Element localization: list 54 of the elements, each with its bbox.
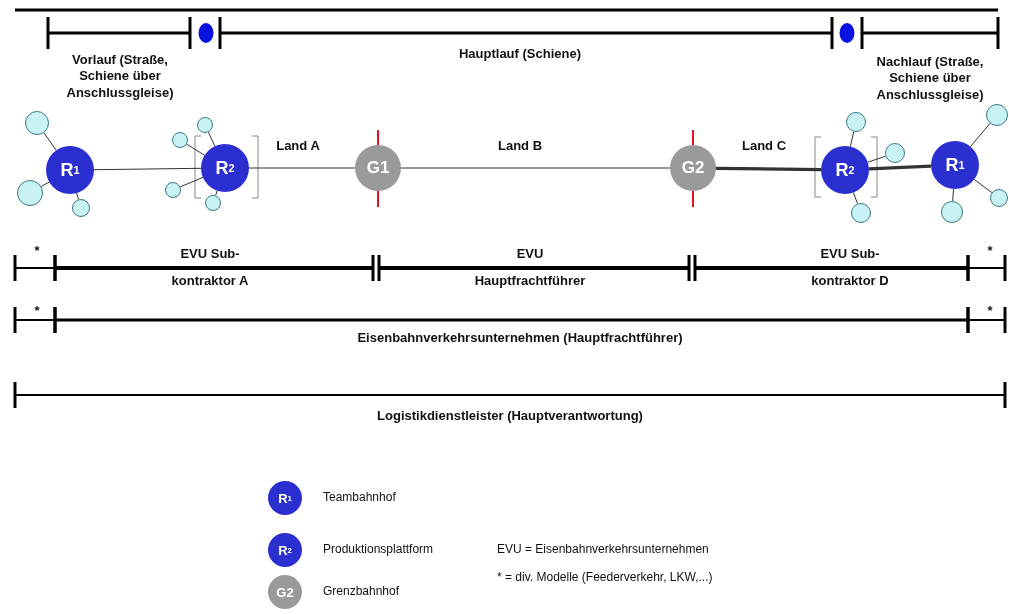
- carrier-label: Eisenbahnverkehrsunternehmen (Hauptfrachtführer): [356, 330, 684, 347]
- circle-node: [846, 112, 866, 132]
- provider-label: Logistikdienstleister (Hauptverantwortung): [376, 408, 644, 425]
- segment-label: Vorlauf (Straße, Schiene über Anschlussgleise): [65, 52, 175, 101]
- footnote: EVU = Eisenbahnverkehrsunternehmen: [497, 542, 709, 557]
- track-line: [715, 166, 821, 172]
- asterisk-note: *: [986, 303, 994, 320]
- circle-node: [25, 111, 49, 135]
- segment-label: Nachlauf (Straße, Schiene über Anschlussgleise): [875, 54, 985, 103]
- track-line: [400, 167, 671, 169]
- country-label: Land A: [275, 138, 321, 155]
- track-line: [40, 181, 50, 187]
- footnote: * = div. Modelle (Feederverkehr, LKW,...): [497, 570, 713, 585]
- track-line: [973, 178, 993, 194]
- circle-node: [990, 189, 1008, 207]
- legend-text: Produktionsplattform: [323, 542, 434, 556]
- country-label: Land C: [740, 138, 788, 155]
- track-line: [43, 132, 57, 151]
- border-station-circle: G2: [670, 145, 716, 191]
- carrier-label: EVU Sub- kontraktor A: [170, 245, 250, 290]
- segment-label: Hauptlauf (Schiene): [457, 46, 583, 63]
- circle-node: [72, 199, 90, 217]
- circle-node: [197, 117, 213, 133]
- track-line: [952, 188, 954, 202]
- track-line: [849, 131, 855, 148]
- track-line: [207, 131, 216, 147]
- country-label: Land B: [496, 138, 544, 155]
- track-line: [867, 155, 887, 163]
- circle-node: [941, 201, 963, 223]
- track-line: [248, 167, 356, 169]
- circle-node: [205, 195, 221, 211]
- asterisk-note: *: [986, 243, 994, 260]
- track-line: [868, 164, 932, 171]
- carrier-label: EVU Hauptfrachtführer: [473, 245, 587, 290]
- track-line: [852, 192, 858, 205]
- track-line: [93, 167, 202, 171]
- legend-text: Teambahnhof: [323, 490, 396, 504]
- circle-node: [165, 182, 181, 198]
- track-line: [179, 176, 204, 188]
- circle-node: [986, 104, 1008, 126]
- track-line: [76, 192, 79, 200]
- circle-node: [851, 203, 871, 223]
- asterisk-note: *: [33, 243, 41, 260]
- circle-node: [172, 132, 188, 148]
- track-line: [215, 190, 218, 196]
- asterisk-note: *: [33, 303, 41, 320]
- circle-node: [885, 143, 905, 163]
- border-station-circle: G2: [268, 575, 302, 609]
- track-line: [969, 122, 991, 148]
- track-line: [186, 143, 206, 156]
- border-station-circle: G1: [355, 145, 401, 191]
- carrier-label: EVU Sub- kontraktor D: [810, 245, 890, 290]
- legend-text: Grenzbahnhof: [323, 584, 400, 598]
- circle-node: [17, 180, 43, 206]
